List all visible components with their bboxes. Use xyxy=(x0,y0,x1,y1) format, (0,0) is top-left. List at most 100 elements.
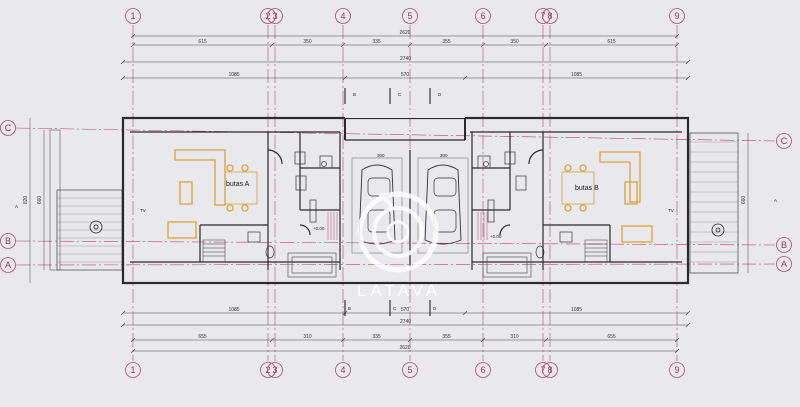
dim-bottom-segment-tick xyxy=(543,337,549,343)
kitchen-unit-b xyxy=(477,151,573,259)
axis-bubble-top-2 xyxy=(260,8,276,24)
axis-label-top-8: 8 xyxy=(547,11,552,21)
dim-bottom-segment-tick xyxy=(480,337,486,343)
axis-bubble-right-A xyxy=(776,256,792,272)
dim-top-total2-tick xyxy=(120,59,126,65)
dim-top-half-value: 1085 xyxy=(571,72,582,78)
dim-top-segment-tick xyxy=(130,42,136,48)
axis-bubble-bottom-8 xyxy=(542,362,558,378)
dim-top-segment-value: 350 xyxy=(303,39,312,45)
axis-label-left-A: A xyxy=(5,260,11,270)
section-label-top: C xyxy=(398,92,402,97)
axis-label-bottom-3: 3 xyxy=(272,365,277,375)
axis-bubble-top-6 xyxy=(475,8,491,24)
section-label-top: B xyxy=(353,92,356,97)
dim-top-half-value: 1085 xyxy=(228,72,239,78)
dim-left-value: 820 xyxy=(23,196,29,205)
axis-bubble-top-7 xyxy=(535,8,551,24)
dim-bottom-segment-value: 310 xyxy=(303,334,312,340)
axis-label-right-B: B xyxy=(781,240,787,250)
axis-label-bottom-2: 2 xyxy=(265,365,270,375)
axis-label-left-B: B xyxy=(5,236,11,246)
dimension-lines xyxy=(29,33,749,354)
dim-top-total2-tick xyxy=(685,59,691,65)
furniture-unit-b xyxy=(561,151,653,243)
entrance-steps xyxy=(287,252,532,278)
axis-label-top-9: 9 xyxy=(674,11,679,21)
dim-bottom-half-value: 1085 xyxy=(228,307,239,313)
dim-top-segment-value: 615 xyxy=(607,39,616,45)
dim-top-segment-tick xyxy=(543,42,549,48)
section-label-right: A xyxy=(774,198,777,203)
furniture-unit-a xyxy=(167,149,258,239)
dim-top-half-tick xyxy=(685,75,691,81)
axis-bubble-bottom-7 xyxy=(535,362,551,378)
dim-bottom-segment-value: 355 xyxy=(442,334,451,340)
section-label-left: A xyxy=(15,204,18,209)
axis-label-top-2: 2 xyxy=(265,11,270,21)
dim-right-inner-value: 660 xyxy=(741,196,747,205)
axis-label-top-6: 6 xyxy=(480,11,485,21)
interior-walls xyxy=(130,131,682,270)
level-mark-a: +0.00 xyxy=(313,226,325,231)
axis-bubble-bottom-3 xyxy=(267,362,283,378)
exterior-walls xyxy=(121,114,690,285)
section-label-bottom: B xyxy=(348,306,351,311)
axis-bubble-top-5 xyxy=(402,8,418,24)
dim-top-total-tick xyxy=(674,33,680,39)
dim-bottom-half-tick xyxy=(462,310,468,316)
garage-width-right: 300 xyxy=(440,153,448,158)
axis-bubble-bottom-5 xyxy=(402,362,418,378)
tv-label-a: TV xyxy=(140,208,146,213)
axis-bubble-top-1 xyxy=(125,8,141,24)
axis-bubble-right-B xyxy=(776,237,792,253)
dim-bottom-segment-tick xyxy=(674,337,680,343)
axis-label-top-3: 3 xyxy=(272,11,277,21)
axis-bubble-right-C xyxy=(776,133,792,149)
axis-label-bottom-8: 8 xyxy=(547,365,552,375)
dim-top-segment-tick xyxy=(407,42,413,48)
dim-bottom-total-tick xyxy=(130,348,136,354)
dim-bottom-total-value: 2620 xyxy=(399,345,410,351)
watermark-text: LATAVA xyxy=(357,281,441,300)
unit-a-label: butas A xyxy=(226,181,250,188)
axis-bubble-top-4 xyxy=(335,8,351,24)
dim-bottom-half-value: 1085 xyxy=(571,307,582,313)
axis-line-C xyxy=(15,127,776,142)
dim-bottom-half-value: 570 xyxy=(401,307,410,313)
dim-bottom-segment-value: 655 xyxy=(198,334,207,340)
dim-bottom-total2-tick xyxy=(685,322,691,328)
dim-bottom-half-tick xyxy=(120,310,126,316)
dim-top-total-value: 2620 xyxy=(399,30,410,36)
axis-bubble-top-8 xyxy=(542,8,558,24)
dim-top-half-value: 570 xyxy=(401,72,410,78)
axis-label-top-7: 7 xyxy=(540,11,545,21)
dim-top-half-tick xyxy=(120,75,126,81)
dim-top-segment-value: 335 xyxy=(372,39,381,45)
axis-bubble-bottom-1 xyxy=(125,362,141,378)
dim-bottom-total-tick xyxy=(674,348,680,354)
kitchen-unit-a xyxy=(247,151,333,259)
right-terrace xyxy=(689,132,739,274)
dim-bottom-segment-tick xyxy=(340,337,346,343)
axis-bubble-left-B xyxy=(0,233,16,249)
dim-top-segment-tick xyxy=(674,42,680,48)
axis-label-bottom-1: 1 xyxy=(130,365,135,375)
unit-b-label: butas B xyxy=(575,185,599,192)
dim-top-segment-value: 350 xyxy=(510,39,519,45)
axis-bubble-left-C xyxy=(0,120,16,136)
dim-top-segment-value: 355 xyxy=(442,39,451,45)
axis-label-left-C: C xyxy=(5,123,12,133)
axis-label-right-C: C xyxy=(781,136,788,146)
watermark-logo xyxy=(357,191,439,273)
axis-line-A xyxy=(15,263,776,266)
dim-top-segment-tick xyxy=(480,42,486,48)
dim-top-half-tick xyxy=(462,75,468,81)
axis-bubble-top-3 xyxy=(267,8,283,24)
axis-label-top-4: 4 xyxy=(340,11,345,21)
axis-bubble-bottom-9 xyxy=(669,362,685,378)
dim-top-half-tick xyxy=(342,75,348,81)
axis-label-bottom-9: 9 xyxy=(674,365,679,375)
dim-top-segment-value: 615 xyxy=(198,39,207,45)
